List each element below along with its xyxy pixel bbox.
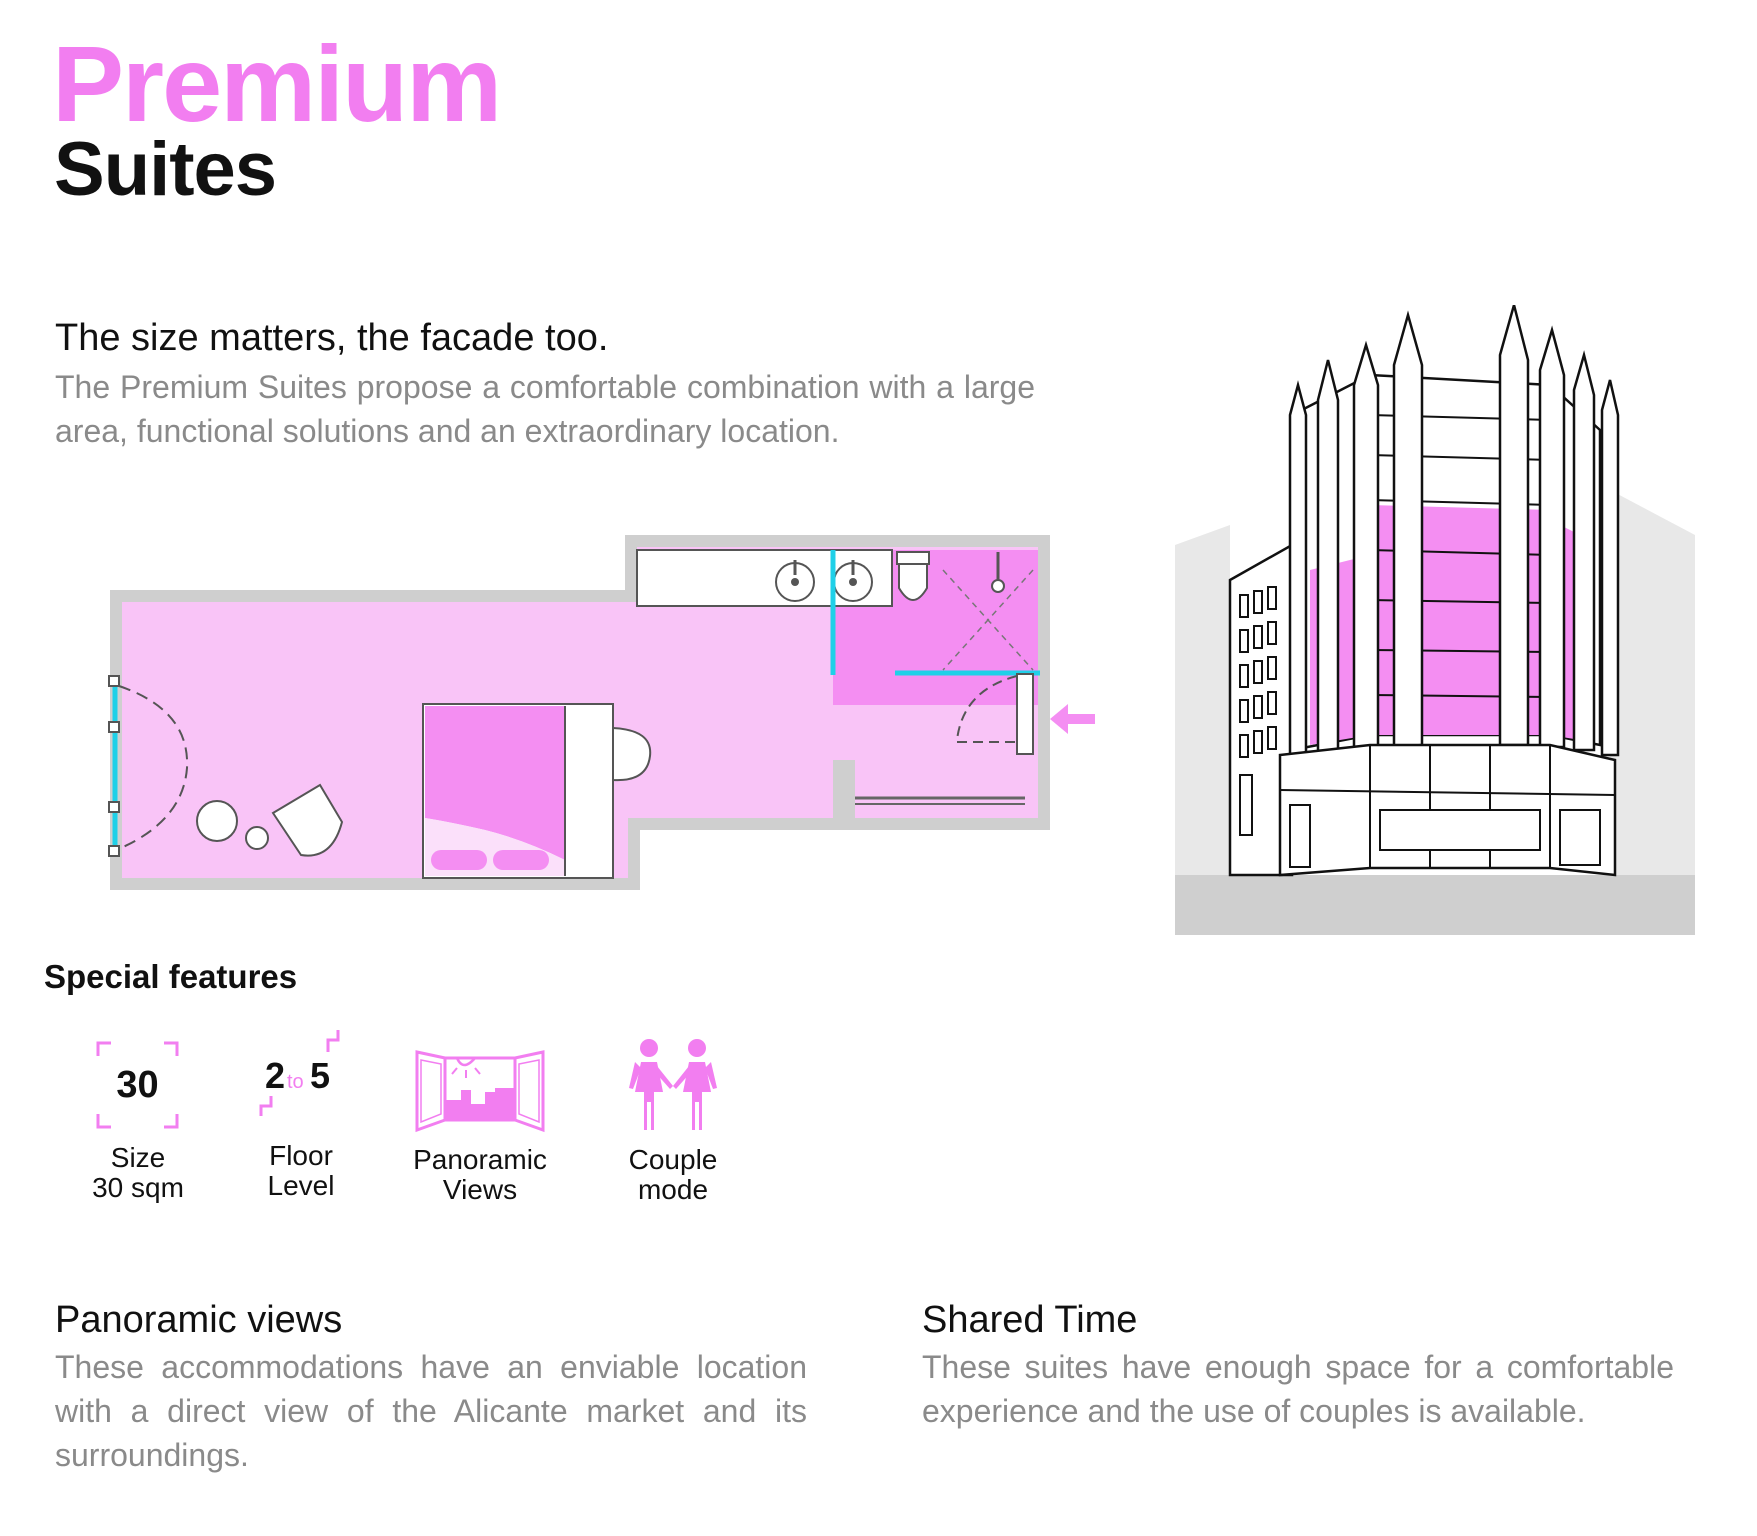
- intro-heading: The size matters, the facade too.: [55, 317, 609, 359]
- floor-level-icon: 2 to 5: [259, 1030, 340, 1116]
- feature-floor-line1: Floor: [269, 1140, 333, 1171]
- floor-from: 2: [265, 1055, 285, 1096]
- feature-couple-label: Couple mode: [603, 1145, 743, 1205]
- feature-floor-label: Floor Level: [236, 1141, 366, 1201]
- feature-size-label: Size 30 sqm: [68, 1143, 208, 1203]
- building-illustration: [1175, 305, 1695, 935]
- floor-to: to: [287, 1071, 304, 1093]
- feature-floor-line2: Level: [267, 1170, 335, 1201]
- panoramic-heading: Panoramic views: [55, 1299, 343, 1341]
- feature-panoramic-line1: Panoramic: [413, 1144, 547, 1175]
- floor-plan-illustration: [108, 535, 1095, 890]
- size-frame-value: 30: [116, 1064, 158, 1106]
- intro-body: The Premium Suites propose a comfortable…: [55, 369, 1035, 449]
- feature-size-line2: 30 sqm: [92, 1172, 184, 1203]
- panoramic-body: These accommodations have an enviable lo…: [55, 1349, 807, 1473]
- title-suites: Suites: [54, 127, 277, 212]
- feature-size-line1: Size: [110, 1142, 166, 1173]
- shared-time-heading: Shared Time: [922, 1299, 1138, 1341]
- couple-icon: [629, 1039, 717, 1130]
- feature-couple-line1: Couple: [628, 1144, 718, 1175]
- special-features-heading: Special features: [44, 958, 298, 995]
- panoramic-window-icon: [415, 1050, 545, 1133]
- feature-panoramic-label: Panoramic Views: [400, 1145, 560, 1205]
- shared-time-body: These suites have enough space for a com…: [922, 1349, 1674, 1429]
- feature-couple-line2: mode: [637, 1174, 709, 1205]
- title-premium: Premium: [52, 23, 502, 144]
- size-frame-icon: 30: [96, 1041, 179, 1129]
- feature-panoramic-line2: Views: [442, 1174, 518, 1205]
- floor-end: 5: [310, 1055, 330, 1096]
